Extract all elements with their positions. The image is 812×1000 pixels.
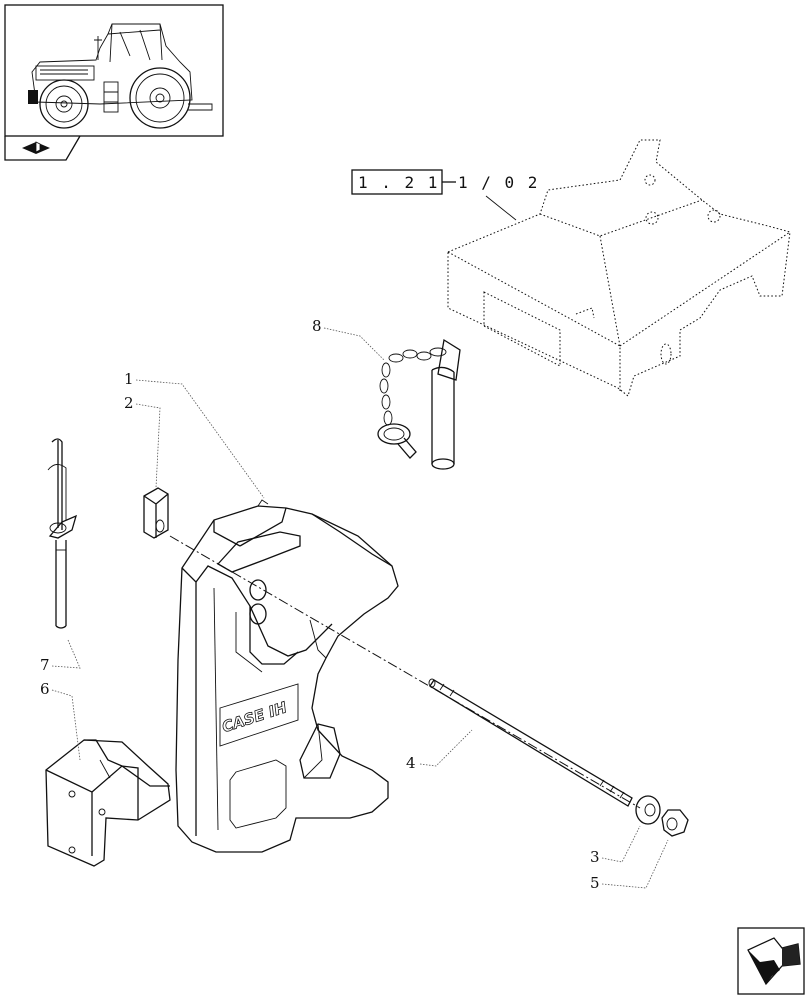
support-bracket[interactable] (45, 739, 171, 867)
reference-label: 1 . 2 1 1 / 0 2 (351, 169, 539, 221)
callout-5: 5 (590, 874, 600, 892)
reference-section: 1 . 2 1 (358, 173, 439, 192)
retaining-pin-with-clip[interactable] (47, 438, 78, 629)
washer[interactable] (635, 795, 661, 825)
callout-3: 3 (590, 848, 600, 866)
callout-1: 1 (124, 370, 134, 388)
reference-sheet: 1 / 0 2 (458, 173, 539, 192)
threaded-rod[interactable] (428, 678, 633, 807)
lynch-pin-with-chain[interactable] (377, 338, 461, 470)
book-section-icon[interactable] (4, 135, 81, 161)
assembly-centerline (169, 535, 641, 809)
tractor-thumbnail-icon[interactable] (4, 4, 224, 137)
callout-4: 4 (406, 754, 416, 772)
callout-2: 2 (124, 394, 134, 412)
front-support-phantom (447, 139, 791, 397)
callout-6: 6 (40, 680, 50, 698)
spacer-bushing[interactable] (143, 487, 169, 539)
hex-nut[interactable] (661, 809, 689, 837)
next-page-arrow-icon[interactable] (737, 927, 805, 995)
front-ballast-weight[interactable] (175, 499, 399, 853)
case-ih-logo: CASE IH (220, 698, 290, 736)
callout-7: 7 (40, 656, 50, 674)
callout-8: 8 (312, 317, 322, 335)
